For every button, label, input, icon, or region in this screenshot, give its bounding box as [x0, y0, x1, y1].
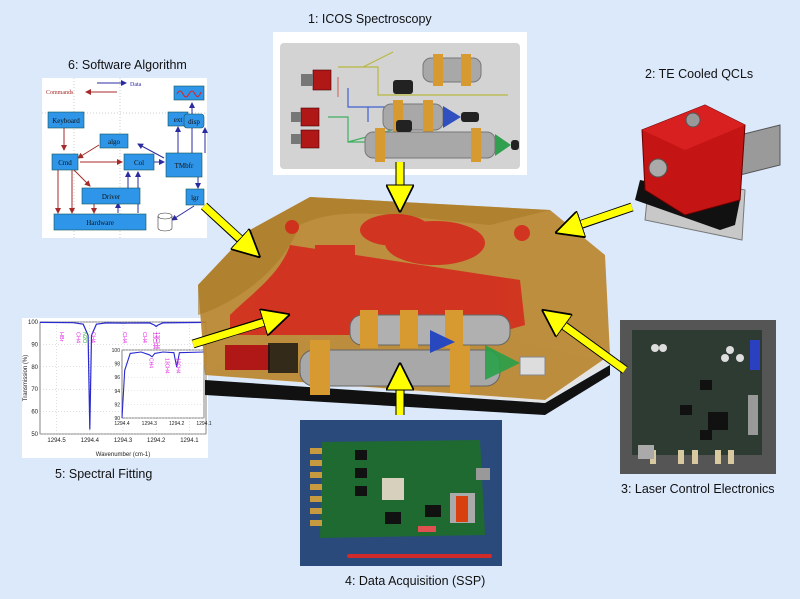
instrument-enclosure-image — [190, 185, 620, 420]
y-tick-label: 60 — [31, 410, 38, 416]
inset-y-tick-label: 90 — [114, 416, 120, 422]
col-text: Col — [134, 159, 144, 167]
algo-text: algo — [108, 138, 121, 146]
arrow-laser — [552, 317, 628, 373]
icos-label: 1: ICOS Spectroscopy — [308, 12, 432, 26]
disp-text: disp — [188, 118, 200, 126]
keyboard-box — [47, 111, 85, 129]
inset-x-tick-label: 1294.4 — [114, 421, 130, 427]
y-tick-label: 80 — [31, 365, 38, 371]
database-icon — [157, 212, 173, 232]
species-annotation: CH4 — [89, 332, 95, 343]
species-annotation: 13CH4 — [151, 332, 157, 349]
keyboard-text: Keyboard — [52, 117, 80, 125]
driver-text: Driver — [102, 193, 121, 201]
species-annotation: HBr — [58, 332, 64, 342]
col-box — [123, 153, 155, 171]
tmbfr-text: TMbfr — [175, 162, 194, 170]
lgr-box — [185, 188, 205, 206]
y-axis-label: Transmission (%) — [23, 355, 29, 401]
icos-cell-icon — [364, 54, 519, 162]
y-tick-label: 70 — [31, 387, 38, 393]
daq-label: 4: Data Acquisition (SSP) — [345, 574, 486, 588]
base-plate — [205, 365, 610, 415]
inset-y-tick-label: 100 — [112, 348, 121, 354]
arrow-software — [201, 203, 251, 249]
cmd-text: Cmd — [58, 159, 72, 167]
waveform-icon — [176, 90, 202, 98]
inset-x-tick-label: 1294.1 — [196, 421, 212, 427]
species-annotation: 13CH4 — [154, 332, 160, 349]
pencil-icon — [347, 554, 492, 558]
laser-label: 3: Laser Control Electronics — [621, 482, 775, 496]
lgr-text: lgr — [191, 194, 199, 202]
qcl-label: 2: TE Cooled QCLs — [645, 67, 754, 81]
species-annotation: CH4 — [141, 332, 147, 343]
inset-y-tick-label: 92 — [114, 402, 120, 408]
inset-x-tick-label: 1294.3 — [142, 421, 158, 427]
y-tick-label: 50 — [31, 432, 38, 438]
daq-image — [300, 420, 502, 566]
spectrum-plot: 50 60 70 80 90 100 1294.5 1294.4 1294.3 1294.2 129… — [23, 320, 212, 458]
x-tick-label: 1294.3 — [114, 438, 133, 444]
icos-cell-icon — [225, 310, 546, 395]
inset-spectrum-line — [121, 351, 205, 419]
ext-text: ext — [174, 116, 183, 124]
y-tick-label: 100 — [28, 320, 39, 326]
inset-y-tick-label: 96 — [114, 375, 120, 381]
data-legend-text: Data — [130, 82, 142, 88]
fitting-label: 5: Spectral Fitting — [55, 467, 153, 481]
arrow-qcl — [567, 203, 634, 229]
species-annotation: N2O — [81, 332, 87, 344]
inset-species-annotation: 13CH4 — [164, 358, 170, 374]
hardware-text: Hardware — [86, 219, 114, 227]
algo-box — [99, 133, 129, 149]
driver-box — [81, 187, 141, 205]
x-tick-label: 1294.2 — [147, 438, 166, 444]
qcl-image — [630, 90, 800, 241]
disp-box — [183, 113, 205, 129]
software-diagram: Data Commands — [42, 78, 208, 238]
species-annotation: CH4 — [121, 332, 127, 343]
arrow-fitting — [191, 318, 278, 348]
inset-species-annotation: CH4 — [147, 358, 153, 368]
laser-electronics-image — [620, 320, 776, 474]
commands-legend-text: Commands — [46, 90, 74, 96]
inset-y-tick-label: 98 — [114, 362, 120, 368]
software-label: 6: Software Algorithm — [68, 58, 187, 72]
inset-species-annotation: 13CH4 — [175, 358, 181, 374]
qcl-unit-icon — [291, 69, 332, 149]
x-tick-label: 1294.1 — [180, 438, 199, 444]
cmd-box — [51, 153, 79, 171]
y-tick-label: 90 — [31, 342, 38, 348]
inset-y-tick-label: 94 — [114, 389, 120, 395]
x-axis-label: Wavenumber (cm-1) — [96, 452, 150, 458]
inset-plot-area — [121, 349, 205, 419]
species-annotation: CH4 — [75, 332, 81, 343]
spectrum-line — [39, 321, 207, 430]
x-tick-label: 1294.4 — [81, 438, 100, 444]
spectral-chart: 50 60 70 80 90 100 1294.5 1294.4 1294.3 1294.2 129… — [22, 318, 212, 458]
icos-diagram — [273, 32, 527, 175]
x-tick-label: 1294.5 — [47, 438, 66, 444]
hardware-box — [53, 213, 147, 231]
tmbfr-box — [165, 152, 203, 178]
inset-x-tick-label: 1294.2 — [169, 421, 185, 427]
